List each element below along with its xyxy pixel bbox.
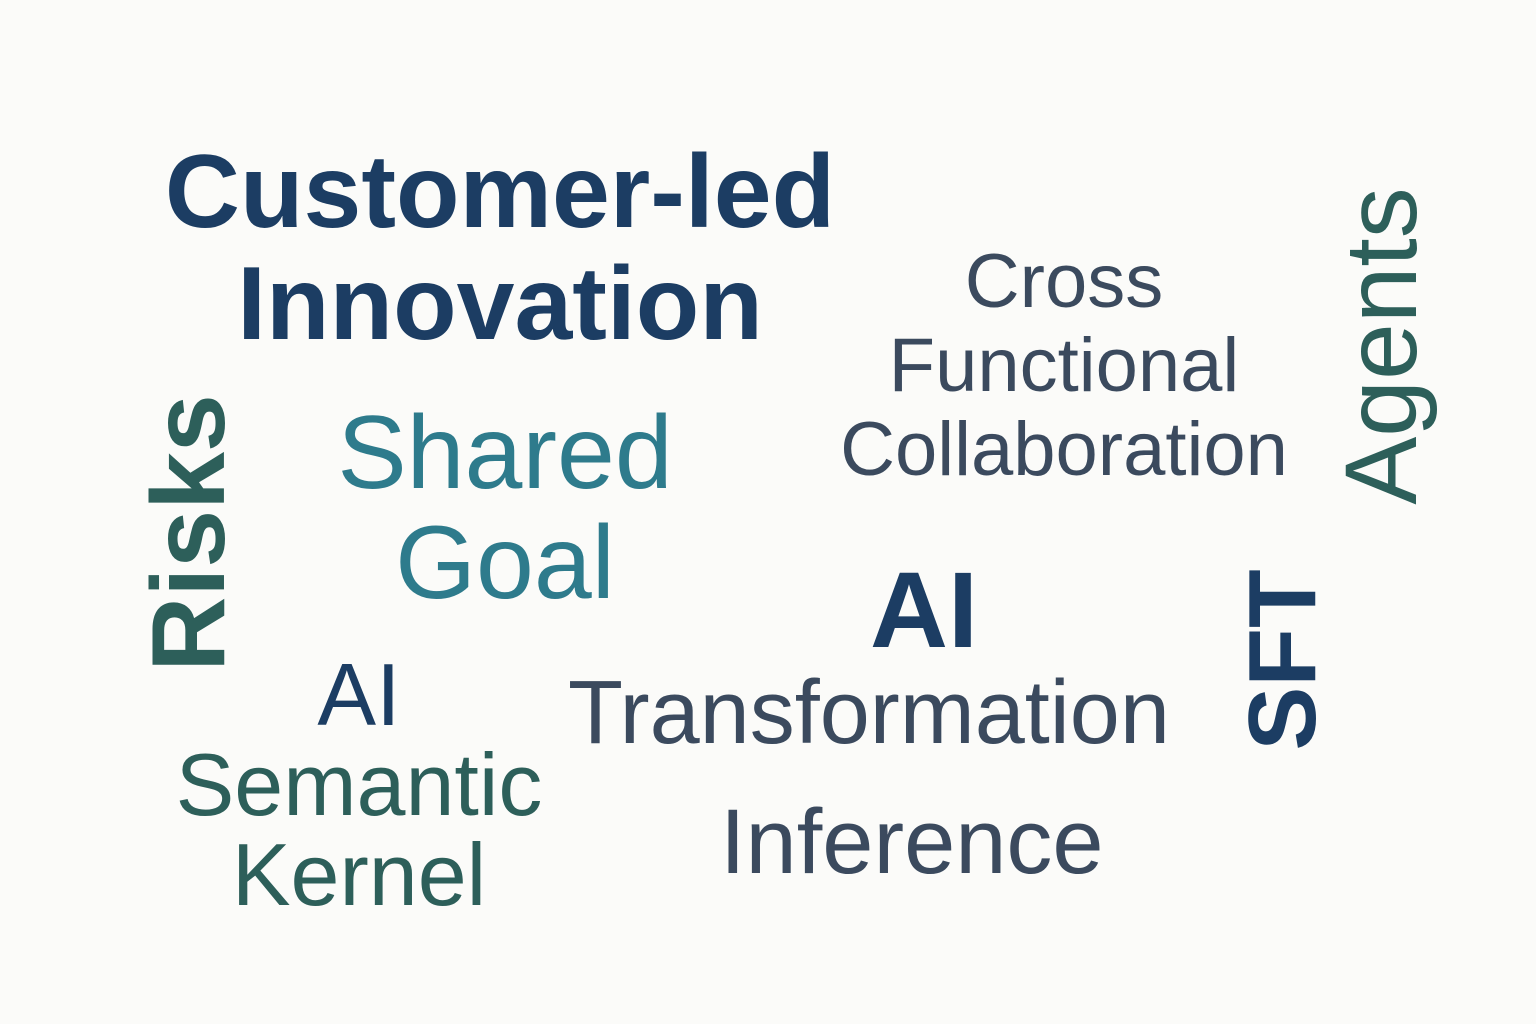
word-customer-led: Customer-led <box>164 134 836 250</box>
word-ai-center: AI <box>870 549 978 670</box>
word-transformation: Transformation <box>568 663 1170 763</box>
word-agents: Agents <box>1324 187 1438 505</box>
phrase-shared-goal: Shared Goal <box>300 398 710 618</box>
phrase-customer-led-innovation: Customer-led Innovation <box>100 136 900 360</box>
word-risks: Risks <box>131 394 247 672</box>
word-semantic: Semantic <box>175 735 543 834</box>
phrase-ai-semantic-kernel: AI Semantic Kernel <box>134 650 584 920</box>
word-sft: SFT <box>1229 569 1336 751</box>
phrase-cross-functional-collaboration: Cross Functional Collaboration <box>796 240 1332 492</box>
word-cross: Cross <box>964 239 1164 324</box>
word-inference: Inference <box>720 791 1104 893</box>
word-goal: Goal <box>395 505 615 621</box>
word-functional: Functional <box>888 323 1240 408</box>
word-shared: Shared <box>337 395 673 511</box>
word-collaboration: Collaboration <box>840 407 1288 492</box>
word-kernel: Kernel <box>231 825 487 924</box>
word-ai-left: AI <box>317 645 401 744</box>
word-innovation: Innovation <box>237 246 763 362</box>
